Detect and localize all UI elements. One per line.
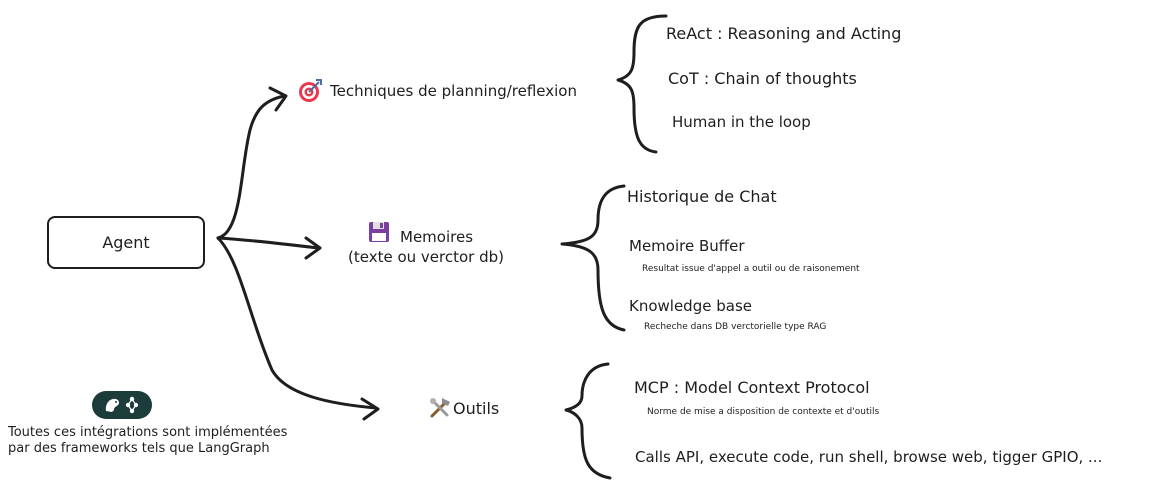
arrowhead-tools	[360, 397, 380, 421]
memory-item-buffer-note: Resultat issue d'appel a outil ou de rai…	[642, 264, 860, 274]
footer-line2: par des frameworks tels que LangGraph	[8, 441, 270, 456]
memory-title-line2: (texte ou verctor db)	[348, 248, 504, 266]
tools-item-calls: Calls API, execute code, run shell, brow…	[635, 448, 1103, 466]
brace-memory	[560, 184, 626, 332]
langgraph-logo-icon	[92, 391, 152, 419]
memory-item-buffer: Memoire Buffer	[629, 237, 745, 255]
brace-tools	[564, 362, 612, 480]
tools-item-mcp-note: Norme de mise a disposition de contexte …	[647, 407, 880, 417]
langgraph-logo-glyph	[105, 396, 139, 414]
memory-item-knowledge-base: Knowledge base	[629, 297, 752, 315]
arrowhead-memory	[304, 236, 322, 260]
arrow-to-memory	[216, 236, 320, 250]
target-icon	[299, 79, 322, 102]
memory-item-knowledge-base-note: Recheche dans DB verctorielle type RAG	[644, 322, 827, 332]
agent-label: Agent	[102, 233, 150, 252]
brace-planning	[616, 14, 668, 154]
tools-item-mcp: MCP : Model Context Protocol	[634, 378, 870, 397]
floppy-disk-icon	[369, 222, 389, 242]
agent-node: Agent	[47, 216, 205, 269]
planning-item-react: ReAct : Reasoning and Acting	[666, 24, 902, 43]
memory-item-chat-history: Historique de Chat	[627, 187, 777, 206]
memory-title-line1: Memoires	[400, 228, 474, 246]
arrow-to-planning	[216, 94, 286, 240]
footer-line1: Toutes ces intégrations sont implémentée…	[8, 425, 288, 440]
planning-title: Techniques de planning/reflexion	[330, 82, 577, 100]
tools-icon	[430, 398, 450, 418]
arrow-to-tools	[216, 236, 378, 410]
planning-item-human-loop: Human in the loop	[672, 113, 811, 131]
arrowhead-planning	[268, 86, 288, 112]
planning-item-cot: CoT : Chain of thoughts	[668, 69, 857, 88]
tools-title: Outils	[453, 399, 500, 418]
